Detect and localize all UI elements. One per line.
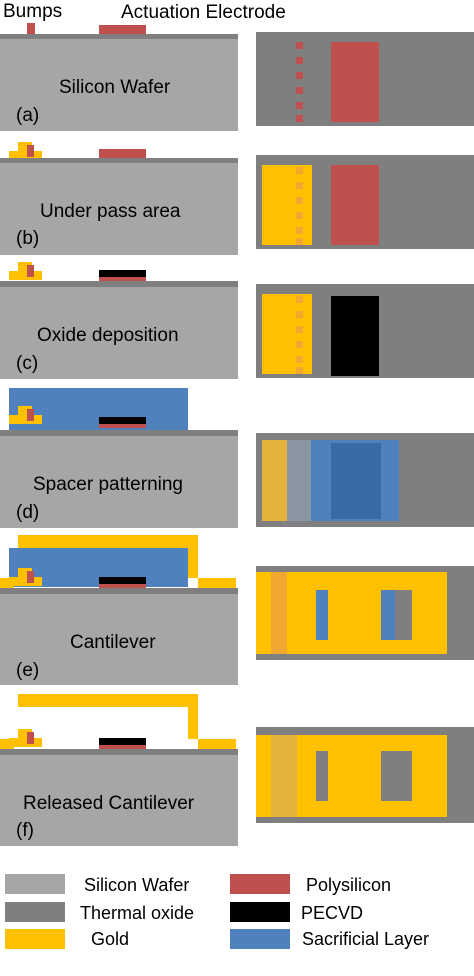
- step-d-cross-section: Spacer patterning (d): [0, 388, 238, 528]
- legend-swatch-pecvd: [230, 902, 290, 922]
- legend-swatch-silicon-wafer: [5, 874, 65, 894]
- actuation-electrode-label: Actuation Electrode: [121, 2, 286, 23]
- step-a-cross-section: Silicon Wafer (a): [0, 23, 238, 131]
- step-a-name: Silicon Wafer: [59, 77, 171, 98]
- step-b-tag: (b): [16, 228, 39, 249]
- step-e-name: Cantilever: [70, 632, 156, 653]
- step-e-cross-section: Cantilever (e): [0, 535, 238, 685]
- legend-label-pecvd: PECVD: [301, 903, 363, 923]
- step-d-top-view: [256, 433, 474, 527]
- step-c-name: Oxide deposition: [37, 325, 179, 346]
- step-e-top-view: [256, 566, 474, 660]
- step-c-cross-section: Oxide deposition (c): [0, 262, 238, 379]
- legend-swatch-polysilicon: [230, 874, 290, 894]
- step-c-tag: (c): [16, 353, 38, 374]
- legend-swatch-thermal-oxide: [5, 902, 65, 922]
- step-f-tag: (f): [16, 820, 34, 841]
- legend: Silicon Wafer Thermal oxide Gold Polysil…: [5, 874, 429, 949]
- legend-swatch-gold: [5, 929, 65, 949]
- step-b-name: Under pass area: [40, 201, 181, 222]
- step-d-name: Spacer patterning: [33, 474, 183, 495]
- step-f-name: Released Cantilever: [23, 793, 195, 814]
- legend-swatch-sacrificial-layer: [230, 929, 290, 949]
- step-f-top-view: [256, 727, 474, 823]
- legend-label-gold: Gold: [91, 929, 129, 949]
- step-a-tag: (a): [16, 105, 39, 126]
- legend-label-sacrificial-layer: Sacrificial Layer: [302, 929, 429, 949]
- legend-label-thermal-oxide: Thermal oxide: [80, 903, 194, 923]
- legend-label-silicon-wafer: Silicon Wafer: [84, 875, 189, 895]
- legend-label-polysilicon: Polysilicon: [306, 875, 391, 895]
- step-b-top-view: [256, 155, 474, 249]
- bumps-label: Bumps: [3, 1, 62, 22]
- step-c-top-view: [256, 284, 474, 378]
- step-e-tag: (e): [16, 660, 39, 681]
- step-b-cross-section: Under pass area (b): [0, 142, 238, 255]
- step-a-top-view: [256, 32, 474, 126]
- step-f-cross-section: Released Cantilever (f): [0, 694, 238, 846]
- step-d-tag: (d): [16, 502, 39, 523]
